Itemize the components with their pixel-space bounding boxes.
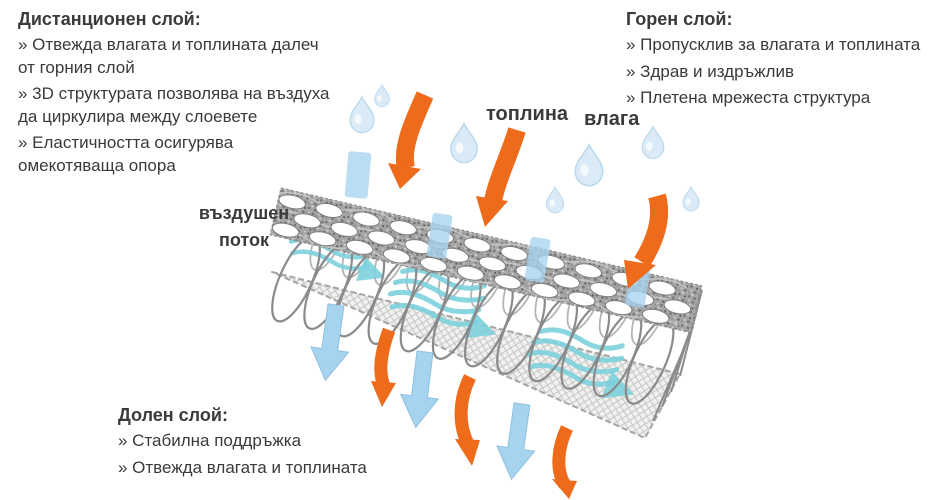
legend-bullet: » Плетена мрежеста структура xyxy=(626,88,871,108)
legend-bullet: » Отвежда влагата и топлината далеч от г… xyxy=(18,35,319,77)
legend-bullet: » Еластичността осигурява омекотяваща оп… xyxy=(18,133,234,175)
moisture-arrow-icon xyxy=(306,301,356,384)
label-heat: топлина xyxy=(486,103,569,125)
droplet-icon xyxy=(641,125,665,160)
legend-bottom-layer-title: Долен слой: xyxy=(118,405,228,425)
droplet-icon xyxy=(574,144,604,187)
legend-bullet: » 3D структурата позволява на въздуха да… xyxy=(18,84,330,126)
heat-out-arrows xyxy=(371,327,577,499)
legend-bullet: » Отвежда влагата и топлината xyxy=(118,457,367,477)
legend-spacer-layer-list: » Отвежда влагата и топлината далеч от г… xyxy=(18,34,340,177)
heat-arrow-icon xyxy=(454,374,480,466)
heat-arrow-icon xyxy=(624,193,669,289)
label-airflow: въздушен поток xyxy=(186,200,302,254)
legend-bullet: » Стабилна поддръжка xyxy=(118,431,302,451)
heat-in-arrows xyxy=(388,91,669,289)
legend-bullet: » Здрав и издръжлив xyxy=(626,61,794,81)
legend-top-layer-title: Горен слой: xyxy=(626,9,733,29)
legend-bullet: » Пропусклив за влагата и топлината xyxy=(626,35,921,55)
droplet-icon xyxy=(374,84,390,108)
legend-spacer-layer-title: Дистанционен слой: xyxy=(18,9,201,29)
label-airflow-line1: въздушен xyxy=(198,203,290,223)
top-mesh-layer xyxy=(269,187,703,334)
heat-arrow-icon xyxy=(552,425,577,499)
legend-bottom-layer-list: » Стабилна поддръжка » Отвежда влагата и… xyxy=(118,430,428,479)
droplet-icon xyxy=(545,186,565,214)
droplet-icon xyxy=(450,122,478,164)
heat-arrow-icon xyxy=(476,127,526,227)
legend-spacer-layer: Дистанционен слой: » Отвежда влагата и т… xyxy=(18,8,340,181)
right-end-wires xyxy=(652,289,703,422)
legend-bottom-layer: Долен слой: » Стабилна поддръжка » Отвеж… xyxy=(118,404,428,483)
heat-arrow-icon xyxy=(371,327,396,407)
label-airflow-line2: поток xyxy=(218,230,269,250)
droplet-icon xyxy=(682,186,700,212)
label-moisture: влага xyxy=(584,108,640,130)
legend-top-layer: Горен слой: » Пропусклив за влагата и то… xyxy=(626,8,926,114)
droplet-icon xyxy=(349,96,375,134)
moisture-arrow-icon xyxy=(492,400,542,483)
heat-arrow-icon xyxy=(388,91,434,189)
legend-top-layer-list: » Пропусклив за влагата и топлината » Зд… xyxy=(626,34,926,109)
